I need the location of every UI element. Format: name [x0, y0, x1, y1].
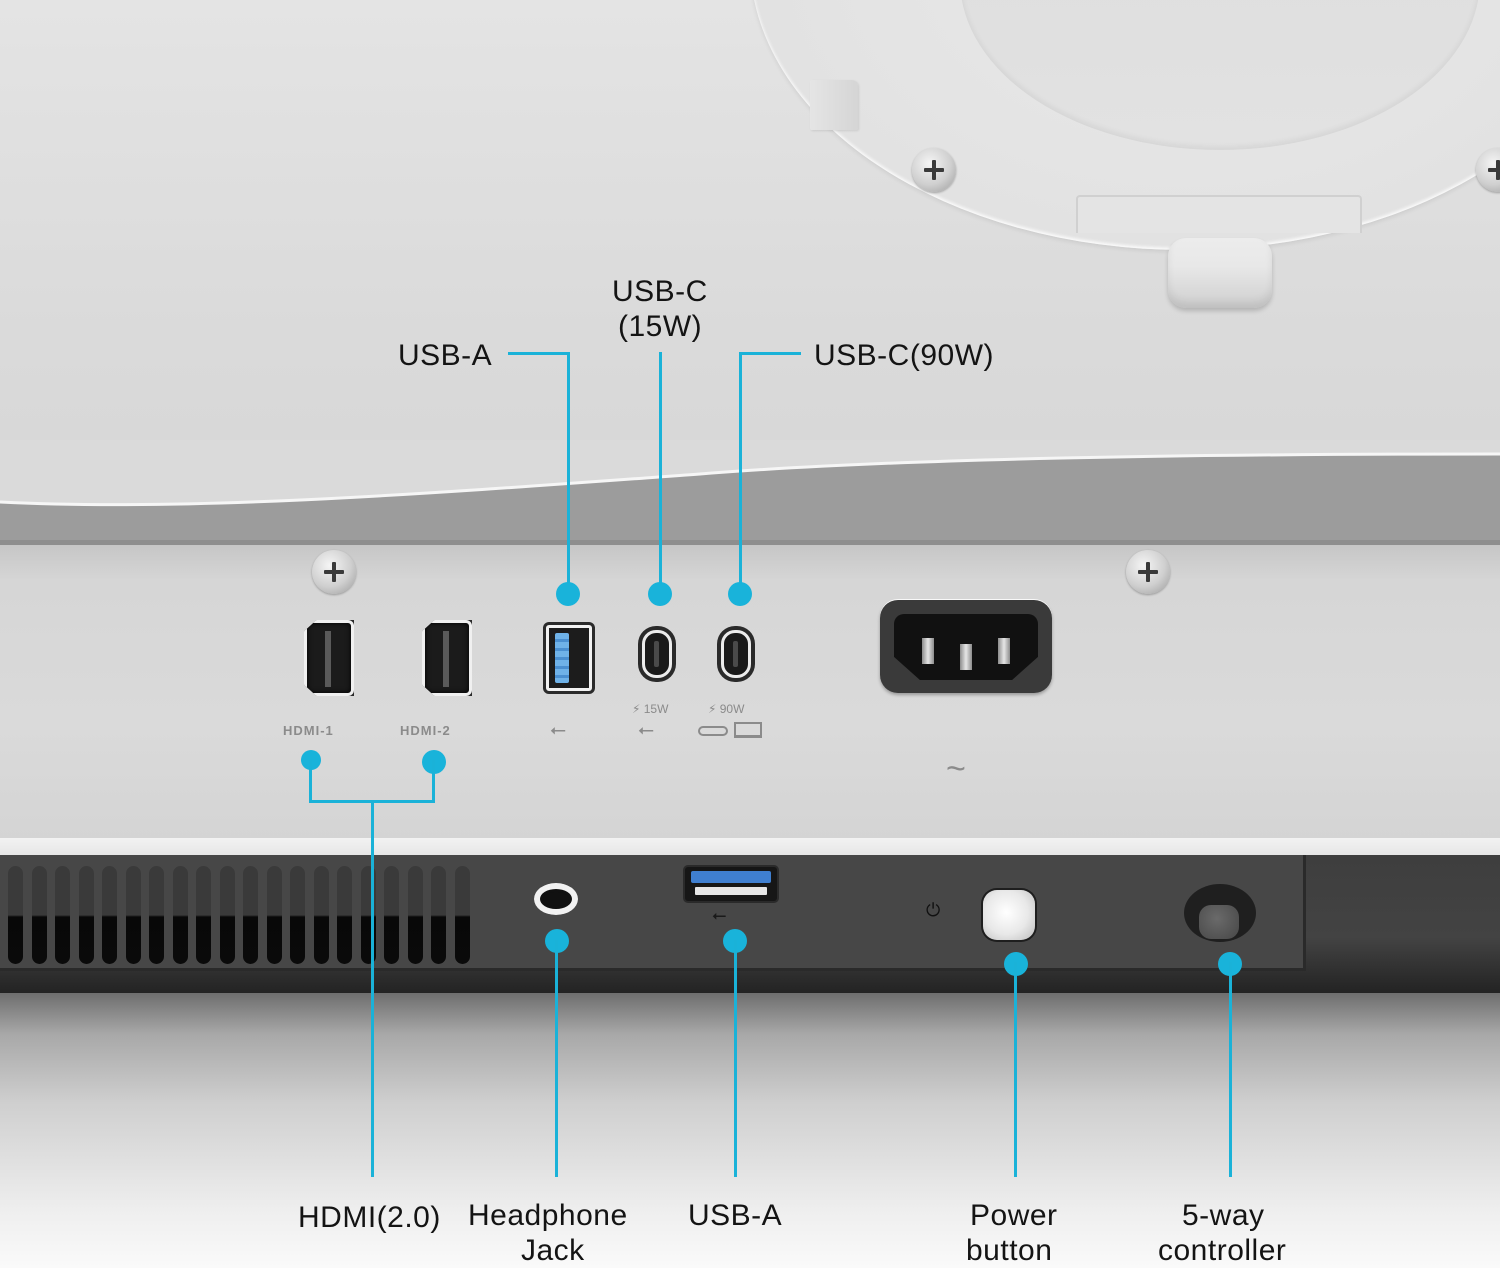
callout-line — [309, 760, 312, 802]
usb-a-port-bottom[interactable] — [685, 867, 777, 901]
bevel-curve — [0, 440, 1500, 550]
usb-a-port-rear[interactable] — [546, 625, 592, 691]
vent-slot — [172, 866, 188, 964]
callout-label-headphone-line2: Jack — [521, 1234, 585, 1267]
socket-pin — [998, 638, 1010, 664]
headphone-jack-port[interactable] — [534, 883, 578, 915]
callout-dot — [556, 582, 580, 606]
power-button[interactable] — [983, 890, 1035, 940]
laptop-icon — [734, 722, 762, 738]
callout-line — [508, 352, 570, 355]
usb-c-90w-port[interactable] — [721, 630, 751, 678]
callout-dot — [728, 582, 752, 606]
screw-icon — [912, 148, 956, 192]
vent-slot — [313, 866, 329, 964]
usb-c-15w-port[interactable] — [642, 630, 672, 678]
callout-line — [734, 940, 737, 1177]
socket-pin — [960, 644, 972, 670]
callout-label-power-line2: button — [966, 1234, 1053, 1267]
hdmi-1-port[interactable] — [304, 620, 354, 696]
hdmi-2-marking: HDMI-2 — [400, 723, 451, 738]
callout-label-usb-c-90w: USB-C(90W) — [814, 339, 995, 372]
callout-label-usb-c-15w-line1: USB-C — [612, 275, 708, 308]
stand-release-latch — [1168, 238, 1272, 308]
callout-line — [567, 352, 570, 592]
callout-label-usb-a-bottom: USB-A — [688, 1199, 783, 1232]
callout-line — [432, 760, 435, 802]
vent-slot — [196, 866, 211, 964]
vent-slot — [290, 866, 305, 964]
usb-icon: ⭠ — [638, 719, 654, 741]
vent-slot — [219, 866, 235, 964]
usb-c-15w-power-marking: ⚡ 15W — [632, 702, 669, 716]
callout-label-controller-line1: 5-way — [1182, 1199, 1265, 1232]
vent-slot — [337, 866, 352, 964]
ventilation-grille — [8, 866, 488, 964]
stand-tab — [1076, 195, 1362, 233]
stand-clip — [810, 80, 858, 130]
five-way-controller[interactable] — [1199, 905, 1239, 939]
vent-slot — [149, 866, 164, 964]
vent-slot — [266, 866, 282, 964]
vent-slot — [55, 866, 70, 964]
callout-label-power-line1: Power — [970, 1199, 1058, 1232]
callout-line — [1014, 962, 1017, 1177]
callout-line — [739, 352, 742, 592]
callout-label-controller-line2: controller — [1158, 1234, 1287, 1267]
callout-line — [555, 940, 558, 1177]
callout-dot — [648, 582, 672, 606]
lower-background — [0, 993, 1500, 1268]
usb-icon: ⭠ — [712, 905, 727, 925]
callout-label-usb-c-15w-line2: (15W) — [618, 310, 703, 343]
vent-slot — [102, 866, 117, 964]
usb-c-icon — [698, 726, 728, 736]
ac-symbol: ~ — [946, 750, 966, 788]
vent-slot — [454, 866, 470, 964]
hdmi-1-marking: HDMI-1 — [283, 723, 334, 738]
vent-slot — [384, 866, 399, 964]
io-panel-edge — [0, 838, 1500, 856]
screw-icon — [1126, 550, 1170, 594]
callout-line — [739, 352, 801, 355]
socket-pin — [922, 638, 934, 664]
vent-slot — [243, 866, 258, 964]
vent-slot — [125, 866, 141, 964]
callout-label-hdmi: HDMI(2.0) — [298, 1201, 441, 1234]
screw-icon — [312, 550, 356, 594]
vent-slot — [8, 866, 23, 964]
socket-cavity — [894, 614, 1038, 680]
panel-bevel — [0, 440, 1500, 550]
callout-line — [371, 800, 374, 1177]
usb-icon: ⭠ — [550, 719, 566, 741]
callout-label-headphone-line1: Headphone — [468, 1199, 628, 1232]
vent-slot — [31, 866, 47, 964]
usb-c-90w-power-marking: ⚡ 90W — [708, 702, 745, 716]
vent-slot — [431, 866, 446, 964]
callout-label-usb-a-top: USB-A — [398, 339, 493, 372]
ac-power-socket[interactable] — [880, 600, 1052, 693]
vent-slot — [407, 866, 423, 964]
callout-line — [1229, 962, 1232, 1177]
power-icon: ⏻ — [926, 900, 941, 920]
hdmi-2-port[interactable] — [422, 620, 472, 696]
bottom-inset-panel — [0, 855, 1306, 971]
vent-slot — [78, 866, 94, 964]
callout-line — [659, 352, 662, 592]
